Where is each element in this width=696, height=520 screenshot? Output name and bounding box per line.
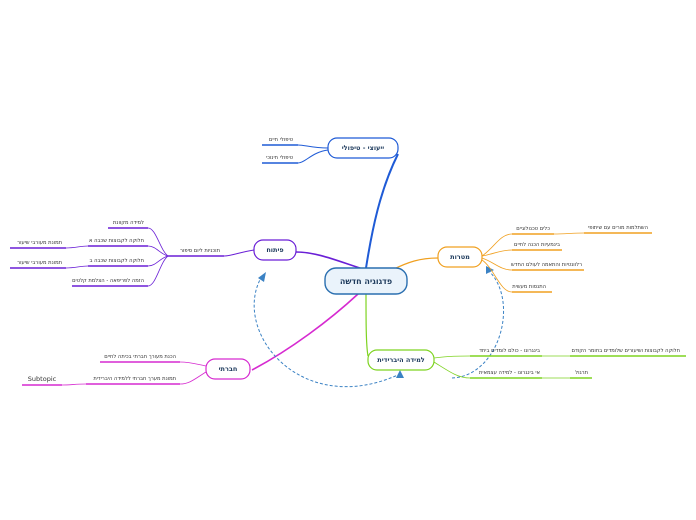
connector-chevrati-c2 — [179, 371, 207, 385]
main-connectors — [251, 153, 439, 371]
central-topic-box[interactable] — [324, 267, 408, 295]
connector-yeutz-child-2 — [297, 149, 329, 164]
pituach-child-4: הזמה לפריפאה - הצלמת קלטים — [72, 278, 144, 284]
connector-lemida-c2 — [433, 361, 471, 379]
lemida-child-2: אי בינגרונו - למידה עצמאית — [479, 370, 540, 376]
pituach-label: פיתוח — [266, 246, 283, 254]
chevrati-label: חברתי — [219, 365, 238, 373]
pituach-child-1: למידה מקוונת — [113, 220, 144, 226]
connector-pituach-c3 — [147, 255, 169, 267]
branch-yeutz: ייעוצי - טיפולי טיפולי חיים טיפולי חינוכ… — [262, 137, 399, 164]
connector-pituach-c2 — [147, 245, 169, 257]
chevrati-node[interactable] — [205, 358, 251, 380]
arrow-head-matarot — [486, 266, 494, 274]
arrow-heads — [258, 266, 494, 378]
branch-pituach: פיתוח תוכניות ליום סיפור למידה מקוונת חל… — [10, 220, 297, 287]
connector-pituach-c1 — [147, 227, 169, 257]
matarot-child-4: התנסות מעשית — [512, 284, 546, 290]
yeutz-label: ייעוצי - טיפולי — [342, 144, 385, 152]
lemida-grand-2: תרגול — [575, 370, 588, 376]
connector-pituach-g1 — [65, 245, 89, 249]
connector-chevrati-c1 — [179, 361, 207, 367]
connector-pituach-g2 — [65, 265, 89, 269]
chevrati-child-1: הכנת מעורך חברתי בכיתה לחיים — [104, 354, 176, 360]
lemida-child-1: בינגרונו - כולם לומדים ביחד — [479, 348, 540, 354]
pituach-child-2: חלוקה לקבוצות שכבה א — [89, 238, 144, 244]
matarot-child-3: רלוונטיות והתאמה לעולם החדש — [511, 262, 582, 268]
chevrati-subtopic: Subtopic — [28, 375, 57, 383]
relationship-arrows — [253, 269, 504, 388]
connector-pituach-sub — [223, 249, 255, 257]
pituach-sub: תוכניות ליום סיפור — [180, 248, 220, 254]
central-topic[interactable]: פדגוגיה חדשה — [324, 267, 408, 295]
arrow-head-pituach — [258, 272, 266, 282]
lemida-label: למידה היברידית — [377, 356, 425, 364]
central-topic-label: פדגוגיה חדשה — [340, 277, 392, 286]
connector-matarot-c4 — [481, 259, 513, 293]
connector-lemida — [365, 293, 369, 357]
yeutz-node[interactable] — [327, 137, 399, 159]
connector-chevrati-subtopic — [61, 383, 87, 386]
yeutz-child-2: טיפולי חינוכי — [266, 155, 294, 161]
matarot-child-2: בינמעיות הכנה לחיים — [514, 242, 560, 248]
matarot-node[interactable] — [437, 246, 483, 268]
pituach-grand-1: תמונת מעורבי שיעור — [17, 240, 62, 246]
connector-yeutz-child-1 — [297, 144, 329, 149]
matarot-grand: השתלמות מורים עם שיתופי — [588, 225, 648, 231]
connector-matarot-grand — [553, 232, 585, 235]
connector-matarot-c2 — [481, 249, 513, 257]
branch-chevrati: חברתי הכנת מעורך חברתי בכיתה לחיים תמונת… — [22, 354, 251, 386]
dashed-arrow-pituach-lemida — [253, 275, 401, 388]
lemida-node[interactable] — [367, 349, 435, 371]
matarot-child-1: כלים טכנולוגיים — [516, 226, 550, 232]
connector-matarot-c1 — [481, 233, 513, 257]
branch-matarot: מטרות כלים טכנולוגיים בינמעיות הכנה לחיי… — [437, 225, 652, 293]
dashed-arrow-matarot-lemida — [451, 269, 504, 379]
pituach-child-3: חלוקה לקבוצות שכבה ב — [89, 258, 144, 264]
branch-lemida: למידה היברידית בינגרונו - כולם לומדים בי… — [367, 348, 686, 379]
connector-yeutz — [365, 153, 399, 269]
pituach-grand-2: תמונת מעורבי שיעור — [17, 260, 62, 266]
yeutz-child-1: טיפולי חיים — [269, 137, 294, 143]
connector-chevrati — [251, 293, 359, 371]
connector-lemida-c1 — [433, 355, 471, 359]
chevrati-child-2: תמונת מערך חברתי ללמידה היברידית — [93, 376, 176, 382]
matarot-label: מטרות — [450, 253, 470, 261]
connector-pituach-c4 — [147, 255, 169, 287]
connector-matarot-c3 — [481, 257, 513, 271]
pituach-node[interactable] — [253, 239, 297, 261]
lemida-grand-1: חלוקה לקבוצות ושיעורים שלומדים בחומר הקו… — [572, 348, 680, 354]
arrow-head-lemida — [396, 370, 404, 378]
